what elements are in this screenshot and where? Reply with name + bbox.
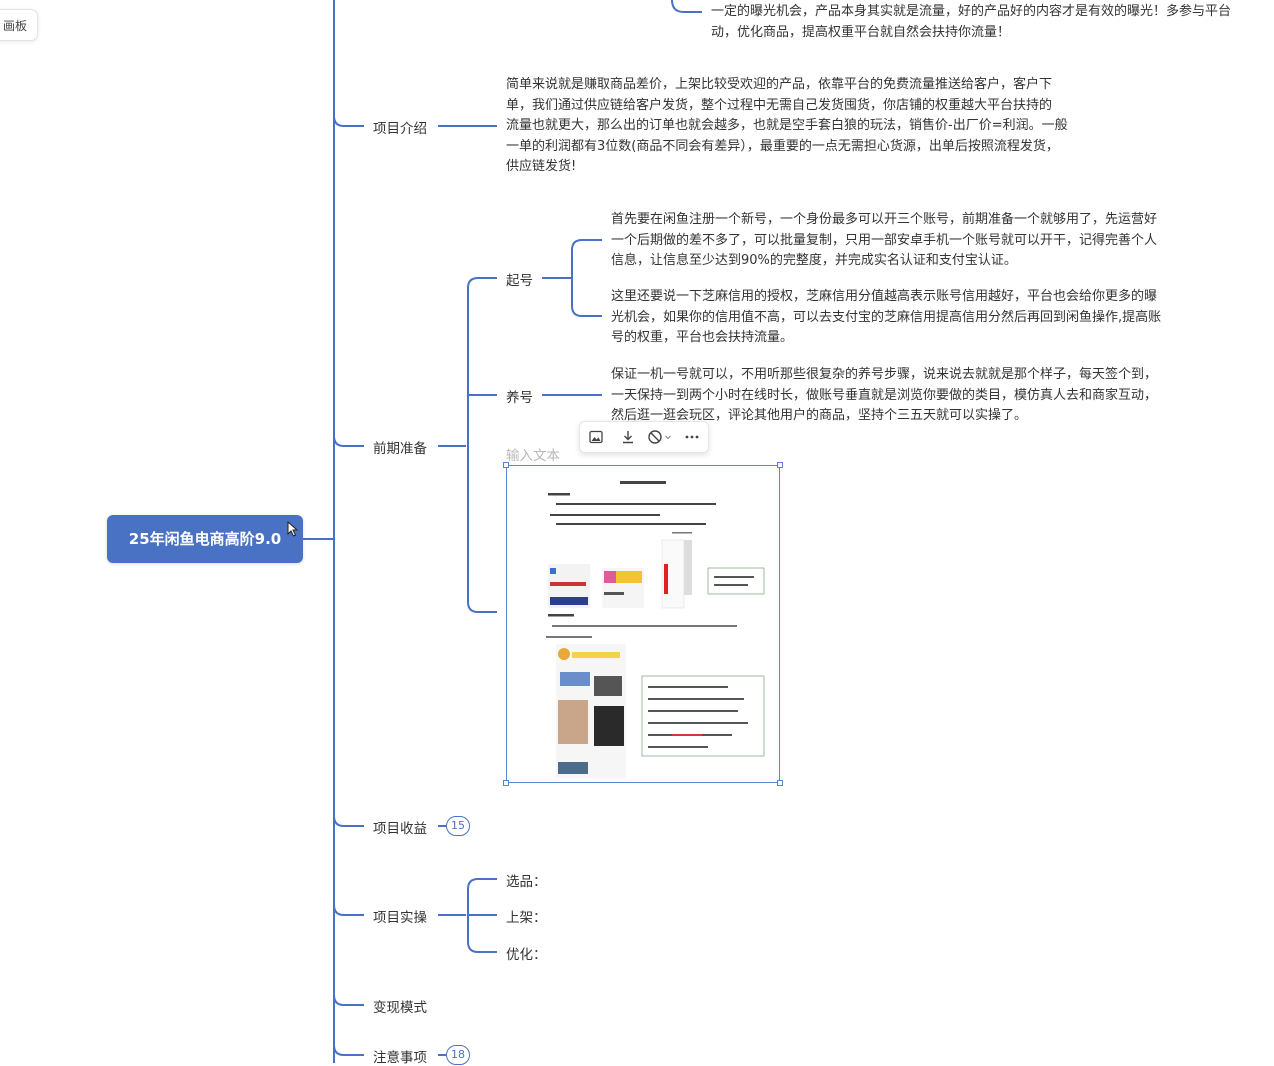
intro-text-line: 单，我们通过供应链给客户发货，整个过程中无需自己发货囤货，你店铺的权重越大平台扶… (506, 97, 1053, 113)
intro-text-line: 供应链发货! (506, 159, 577, 175)
top-text-line: 动，优化商品，提高权重平台就自然会扶持你流量！ (711, 24, 1011, 40)
mouse-cursor-icon (287, 521, 299, 537)
qihao-text-line: 信息，让信息至少达到90%的完整度，并完成实名认证和支付宝认证。 (611, 253, 1017, 269)
root-node-label: 25年闲鱼电商高阶9.0 (128, 530, 282, 548)
resize-handle[interactable] (503, 780, 509, 786)
node-notes[interactable]: 注意事项 (373, 1050, 427, 1066)
intro-text-line: 简单来说就是赚取商品差价，上架比较受欢迎的产品，依靠平台的免费流量推送给客户，客… (506, 77, 1053, 92)
canvas-pill-label: 画板 (3, 19, 28, 33)
intro-text-line: 流量也就更大，那么出的订单也就会越多，也就是空手套白狼的玩法，销售价-出厂价=利… (506, 118, 1068, 134)
resize-handle[interactable] (777, 780, 783, 786)
more-icon[interactable] (684, 429, 700, 445)
top-text-line: 一定的曝光机会，产品本身其实就是流量，好的产品好的内容才是有效的曝光！多参与平台 (711, 4, 1232, 19)
qihao-text-line: 号的权重，平台也会扶持流量。 (611, 330, 794, 346)
qihao-text-line: 这里还要说一下芝麻信用的授权，芝麻信用分值越高表示账号信用越好，平台也会给你更多… (611, 289, 1158, 304)
collapsed-count-badge[interactable]: 15 (446, 816, 470, 836)
canvas-pill[interactable]: 画板 (0, 9, 38, 41)
download-icon[interactable] (620, 429, 636, 445)
yanghao-text-line: 然后逛一逛会玩区，评论其他用户的商品，坚持个三五天就可以实操了。 (611, 408, 1028, 424)
chevron-down-icon[interactable] (664, 429, 672, 445)
node-practice-child[interactable]: 上架： (506, 910, 547, 926)
root-node[interactable]: 25年闲鱼电商高阶9.0 (107, 515, 303, 563)
image-toolbar (579, 421, 709, 453)
yanghao-text-line: 一天保持一到两个小时在线时长，做账号垂直就是浏览你要做的类目，模仿真人去和商家互… (611, 387, 1158, 403)
resize-handle[interactable] (503, 462, 509, 468)
document-thumbnail (522, 472, 772, 778)
top-text-block[interactable]: 一定的曝光机会，产品本身其实就是流量，好的产品好的内容才是有效的曝光！多参与平台… (711, 2, 1231, 43)
yanghao-text-line: 保证一机一号就可以，不用听那些很复杂的养号步骤，说来说去就就是那个样子，每天签个… (611, 367, 1158, 382)
node-practice-child[interactable]: 优化： (506, 947, 547, 963)
qihao-text-node-1[interactable]: 首先要在闲鱼注册一个新号，一个身份最多可以开三个账号，前期准备一个就够用了，先运… (611, 210, 1157, 272)
node-project-intro[interactable]: 项目介绍 (373, 121, 427, 137)
node-practice-child[interactable]: 选品： (506, 874, 547, 890)
block-icon[interactable] (647, 429, 663, 445)
intro-text-node[interactable]: 简单来说就是赚取商品差价，上架比较受欢迎的产品，依靠平台的免费流量推送给客户，客… (506, 75, 1068, 178)
qihao-text-node-2[interactable]: 这里还要说一下芝麻信用的授权，芝麻信用分值越高表示账号信用越好，平台也会给你更多… (611, 287, 1161, 349)
node-preparation[interactable]: 前期准备 (373, 441, 427, 457)
node-monetize-mode[interactable]: 变现模式 (373, 1000, 427, 1016)
image-node-placeholder[interactable]: 输入文本 (506, 448, 560, 464)
yanghao-text-node[interactable]: 保证一机一号就可以，不用听那些很复杂的养号步骤，说来说去就就是那个样子，每天签个… (611, 365, 1157, 427)
node-yanghao[interactable]: 养号 (506, 390, 533, 406)
node-project-practice[interactable]: 项目实操 (373, 910, 427, 926)
qihao-text-line: 一个后期做的差不多了，可以批量复制，只用一部安卓手机一个账号就可以开干，记得完善… (611, 232, 1158, 248)
image-icon[interactable] (588, 429, 604, 445)
collapsed-count-badge[interactable]: 18 (446, 1045, 470, 1065)
resize-handle[interactable] (777, 462, 783, 468)
node-project-income[interactable]: 项目收益 (373, 821, 427, 837)
qihao-text-line: 光机会，如果你的信用值不高，可以去支付宝的芝麻信用提高信用分然后再回到闲鱼操作,… (611, 309, 1162, 325)
qihao-text-line: 首先要在闲鱼注册一个新号，一个身份最多可以开三个账号，前期准备一个就够用了，先运… (611, 212, 1158, 227)
intro-text-line: 一单的利润都有3位数(商品不同会有差异），最重要的一点无需担心货源，出单后按照流… (506, 138, 1059, 154)
node-qihao[interactable]: 起号 (506, 273, 533, 289)
